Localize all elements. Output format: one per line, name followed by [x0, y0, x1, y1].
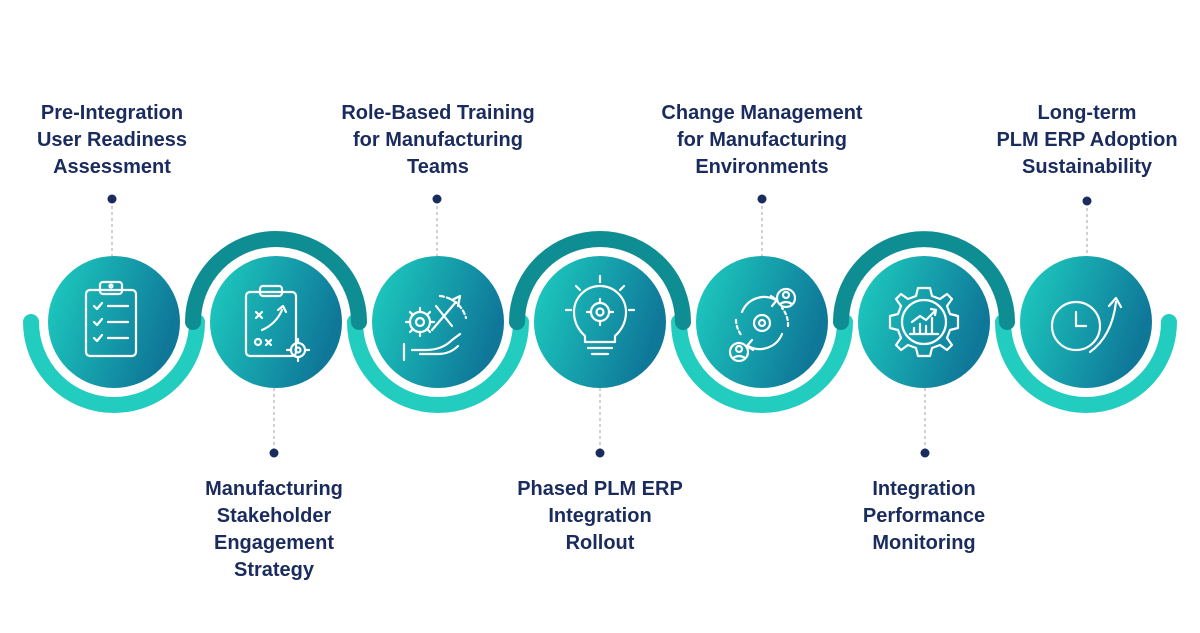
step-4-line-1: Phased PLM ERP [517, 478, 683, 500]
step-6-line-1: Integration [872, 478, 976, 500]
step-6-line-2: Performance [862, 505, 986, 527]
connector-dot-1 [107, 194, 117, 204]
step-circle-7 [1020, 256, 1152, 388]
arc-bottom-7 [995, 314, 1177, 413]
gear-chart-icon [888, 286, 960, 358]
step-2-line-4: Strategy [233, 559, 315, 581]
step-1-line-2: User Readiness [36, 129, 188, 151]
step-1-line-3: Assessment [53, 156, 171, 178]
step-2-line-2: Stakeholder [216, 505, 332, 527]
arc-top-2 [185, 231, 367, 330]
step-2-line-1: Manufacturing [205, 478, 343, 500]
step-2-line-3: Engagement [213, 532, 335, 554]
step-label-2: Manufacturing Stakeholder Engagement Str… [164, 476, 384, 584]
connector-dot-3 [432, 194, 442, 204]
arc-bottom-5 [671, 314, 853, 413]
step-6-line-3: Monitoring [872, 532, 976, 554]
step-label-4: Phased PLM ERP Integration Rollout [490, 476, 710, 557]
step-label-7: Long-term PLM ERP Adoption Sustainabilit… [978, 100, 1196, 181]
step-3-line-3: Teams [407, 156, 469, 178]
step-7-line-3: Sustainability [1021, 156, 1153, 178]
step-3-line-1: Role-Based Training [341, 102, 535, 124]
connector-dot-7 [1082, 196, 1092, 206]
lightbulb-gear-icon [564, 274, 636, 356]
step-7-line-2: PLM ERP Adoption [996, 129, 1178, 151]
arc-top-6 [833, 231, 1015, 330]
step-circle-5 [696, 256, 828, 388]
step-circle-6 [858, 256, 990, 388]
clock-growth-arrow-icon [1050, 296, 1123, 354]
gear-hand-tools-icon [402, 294, 468, 362]
step-5-line-2: for Manufacturing [677, 129, 847, 151]
step-circle-2 [210, 256, 342, 388]
step-1-line-1: Pre-Integration [40, 102, 184, 124]
connector-dot-6 [920, 448, 930, 458]
step-4-line-3: Rollout [565, 532, 635, 554]
step-3-line-2: for Manufacturing [353, 129, 523, 151]
step-label-5: Change Management for Manufacturing Envi… [636, 100, 888, 181]
arc-top-4 [509, 231, 691, 330]
step-5-line-1: Change Management [661, 102, 863, 124]
connector-dot-2 [269, 448, 279, 458]
step-label-1: Pre-Integration User Readiness Assessmen… [16, 100, 208, 181]
step-label-3: Role-Based Training for Manufacturing Te… [322, 100, 554, 181]
arc-bottom-3 [347, 314, 529, 413]
step-4-line-2: Integration [548, 505, 652, 527]
clipboard-checklist-icon [84, 280, 138, 358]
step-5-line-3: Environments [695, 156, 829, 178]
arc-bottom-1 [23, 314, 205, 413]
connector-dot-5 [757, 194, 767, 204]
strategy-plan-icon [244, 284, 311, 363]
change-cycle-people-icon [728, 287, 797, 363]
step-7-line-1: Long-term [1037, 102, 1137, 124]
connector-dot-4 [595, 448, 605, 458]
step-label-6: Integration Performance Monitoring [824, 476, 1024, 557]
